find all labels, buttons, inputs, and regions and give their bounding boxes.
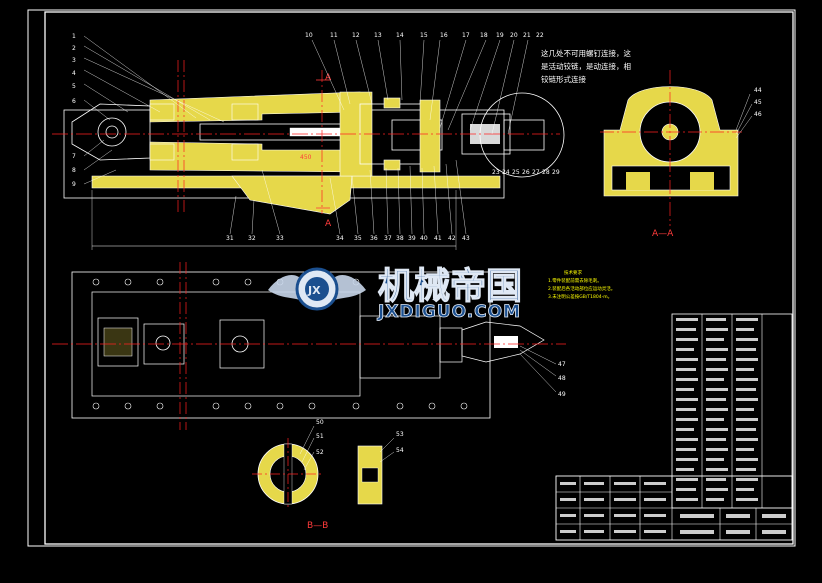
tech-req-1: 1.零件装配前需去除毛刺。: [548, 277, 602, 284]
balloon-54: 54: [396, 447, 404, 454]
balloon-18: 18: [480, 32, 488, 39]
balloon-26: 26: [522, 169, 530, 176]
leader-lines: [83, 35, 529, 235]
balloon-4: 4: [72, 70, 76, 77]
balloon-36: 36: [370, 235, 378, 242]
balloons-mid: 23 24 25 26 27 28 29: [492, 169, 560, 176]
tech-req-3: 3.未注明公差按GB/T1804-m。: [548, 293, 612, 300]
balloon-38: 38: [396, 235, 404, 242]
balloon-6: 6: [72, 98, 76, 105]
balloon-22: 22: [536, 32, 544, 39]
balloon-5: 5: [72, 83, 76, 90]
outer-frame: [27, 9, 796, 547]
balloon-28: 28: [542, 169, 550, 176]
balloon-45: 45: [754, 99, 762, 106]
balloon-7: 7: [72, 153, 76, 160]
assembly-note: 这几处不可用螺钉连接，这 是活动铰链，是动连接，相 铰链形式连接: [541, 48, 631, 84]
watermark-badge: JX: [307, 284, 321, 297]
balloon-39: 39: [408, 235, 416, 242]
balloon-47: 47: [558, 361, 566, 368]
watermark-cn: 机械帝国: [378, 266, 522, 307]
main-section-view: A A 450: [52, 60, 565, 250]
technical-requirements: 技术要求 1.零件装配前需去除毛刺。 2.装配后各活动部位应运动灵活。 3.未注…: [548, 269, 615, 300]
balloon-48: 48: [558, 375, 566, 382]
balloon-42: 42: [448, 235, 456, 242]
balloon-8: 8: [72, 167, 76, 174]
section-view-b-b: 50 51 52 53 54 B—B: [252, 419, 404, 531]
balloon-10: 10: [305, 32, 313, 39]
balloon-25: 25: [512, 169, 520, 176]
balloon-50: 50: [316, 419, 324, 426]
balloon-16: 16: [440, 32, 448, 39]
watermark-logo: JX 机械帝国 JXDIGUO.COM: [268, 265, 523, 322]
balloon-27: 27: [532, 169, 540, 176]
inner-frame: [44, 11, 794, 545]
title-block: [555, 475, 793, 541]
balloon-20: 20: [510, 32, 518, 39]
balloon-11: 11: [330, 32, 338, 39]
balloon-49: 49: [558, 391, 566, 398]
balloon-13: 13: [374, 32, 382, 39]
balloon-15: 15: [420, 32, 428, 39]
balloon-40: 40: [420, 235, 428, 242]
balloon-32: 32: [248, 235, 256, 242]
balloon-52: 52: [316, 449, 324, 456]
view-label-a-a: A—A: [652, 229, 674, 239]
balloon-23: 23: [492, 169, 500, 176]
bill-of-materials: [671, 313, 793, 509]
balloons-top: 10 11 12 13 14 15 16 17 18 19 20 21 22: [305, 32, 544, 39]
balloon-34: 34: [336, 235, 344, 242]
balloon-37: 37: [384, 235, 392, 242]
side-view-a-a: 44 45 46 A—A: [600, 70, 762, 239]
balloon-19: 19: [496, 32, 504, 39]
balloon-12: 12: [352, 32, 360, 39]
balloon-9: 9: [72, 181, 76, 188]
tech-req-title: 技术要求: [564, 269, 582, 276]
balloon-46: 46: [754, 111, 762, 118]
balloon-31: 31: [226, 235, 234, 242]
balloon-43: 43: [462, 235, 470, 242]
balloon-33: 33: [276, 235, 284, 242]
balloons-top-left: 1 2 3 4 5 6 7 8 9: [72, 33, 76, 188]
balloon-41: 41: [434, 235, 442, 242]
section-mark-a-bottom: A: [325, 219, 332, 229]
balloon-24: 24: [502, 169, 510, 176]
watermark-en: JXDIGUO.COM: [377, 302, 521, 322]
note-line-1: 这几处不可用螺钉连接，这: [541, 48, 631, 58]
balloons-bottom: 31 32 33 34 35 36 37 38 39 40 41 42 43: [226, 235, 470, 242]
balloon-3: 3: [72, 57, 76, 64]
balloon-21: 21: [523, 32, 531, 39]
balloon-53: 53: [396, 431, 404, 438]
section-mark-a-top: A: [325, 73, 332, 83]
balloon-17: 17: [462, 32, 470, 39]
balloon-2: 2: [72, 45, 76, 52]
balloon-44: 44: [754, 87, 762, 94]
balloon-14: 14: [396, 32, 404, 39]
balloon-29: 29: [552, 169, 560, 176]
note-line-3: 铰链形式连接: [541, 74, 586, 84]
balloon-35: 35: [354, 235, 362, 242]
plan-view: 47 48 49: [52, 262, 566, 430]
view-label-b-b: B—B: [307, 521, 328, 531]
balloon-1: 1: [72, 33, 76, 40]
tech-req-2: 2.装配后各活动部位应运动灵活。: [548, 285, 615, 292]
note-line-2: 是活动铰链，是动连接，相: [541, 61, 631, 71]
dimension-label: 450: [300, 154, 312, 161]
balloon-51: 51: [316, 433, 324, 440]
